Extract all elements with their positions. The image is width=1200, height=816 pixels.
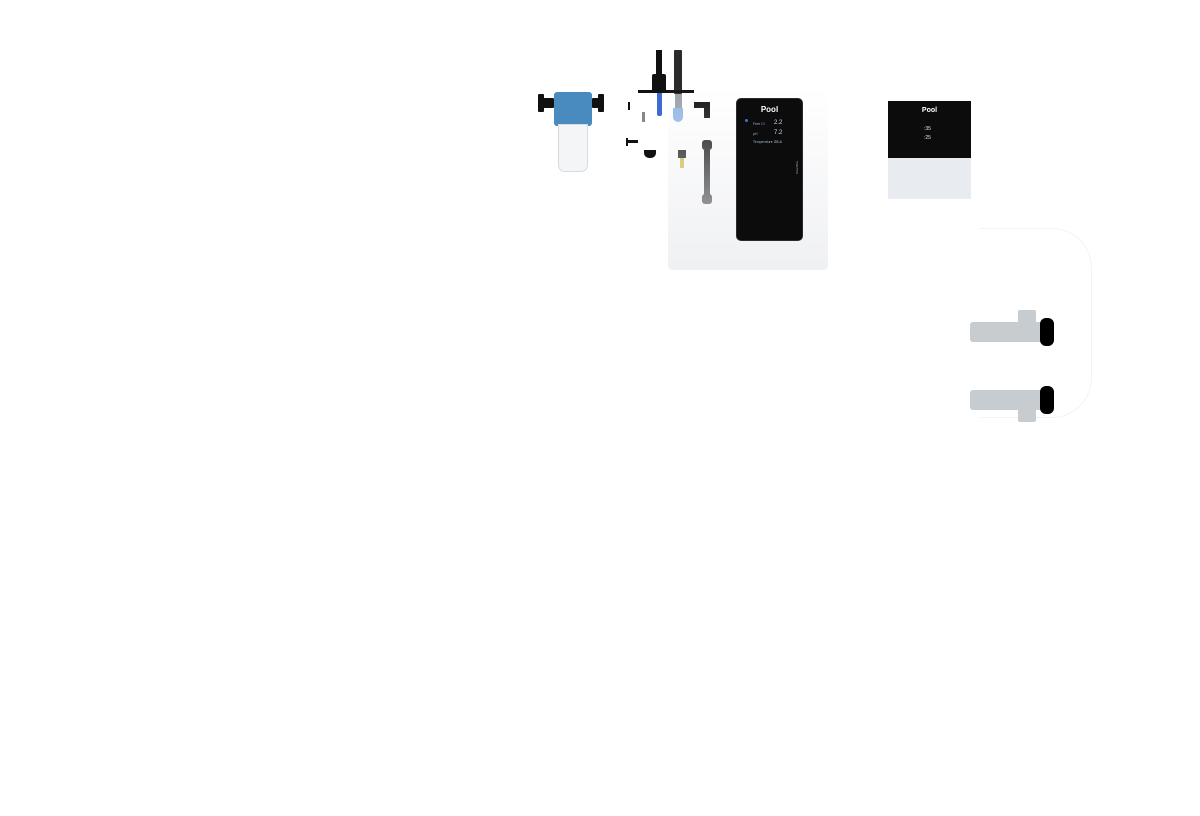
- controller-row-label: pH: [753, 132, 758, 136]
- secondary-brand: Pool: [921, 107, 938, 114]
- fitting-stem: [1018, 310, 1036, 324]
- controller-side-label: SmartBox: [795, 161, 799, 175]
- fitting-cap: [1040, 386, 1054, 414]
- probe-blue: [656, 50, 662, 74]
- controller-row-label: Temperature: [753, 140, 773, 144]
- secondary-controller-display: Pool :35 :25: [888, 101, 971, 158]
- secondary-reading: :35: [924, 126, 931, 132]
- filter-inlet-port: [542, 98, 554, 108]
- t-fitting-arm: [626, 140, 638, 143]
- filter-bowl: [558, 124, 588, 172]
- controller-row-value: 7.2: [774, 130, 783, 136]
- status-led-icon: [745, 119, 748, 122]
- water-filter-housing: [536, 90, 604, 176]
- probe-blue-nut: [652, 74, 666, 92]
- filter-outlet-nut: [598, 94, 604, 112]
- small-fitting-1: [628, 102, 630, 110]
- controller-brand: Pool: [760, 105, 779, 114]
- secondary-controller-base: [888, 158, 971, 199]
- main-controller: Pool Free Cl 2.2 pH 7.2 Temperature 25.4…: [736, 98, 803, 241]
- controller-row-value: 2.2: [774, 120, 783, 126]
- small-fitting-2: [642, 112, 645, 122]
- fitting-tube: [970, 390, 1048, 410]
- pipe-loop-outline: [980, 228, 1092, 418]
- pipe-fitting-upper: [970, 310, 1060, 354]
- filter-inlet-nut: [538, 94, 544, 112]
- probe-bracket: [638, 90, 694, 93]
- nut-fitting: [644, 150, 656, 158]
- probe-blue-tip: [657, 92, 662, 116]
- fitting-stem: [1018, 408, 1036, 422]
- filter-cap: [554, 92, 592, 126]
- controller-row-label: Free Cl: [753, 122, 765, 126]
- fitting-tube: [970, 322, 1048, 342]
- secondary-reading: :25: [924, 135, 931, 141]
- secondary-controller: Pool :35 :25: [888, 101, 971, 199]
- fitting-cap: [1040, 318, 1054, 346]
- probe-gray: [674, 50, 682, 94]
- controller-row-value: 25.4: [774, 139, 782, 144]
- pipe-fitting-lower: [970, 378, 1060, 422]
